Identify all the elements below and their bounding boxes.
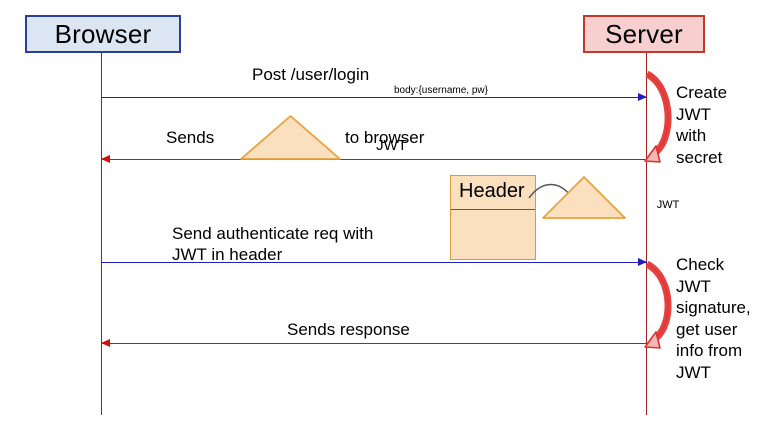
message-4-label: Sends response xyxy=(287,320,410,339)
jwt-token-1-label: JWT xyxy=(376,137,407,154)
lifeline-server xyxy=(646,53,647,415)
message-3-arrow-line xyxy=(101,262,647,263)
message-1-sublabel: body:{username, pw} xyxy=(394,85,488,96)
lifeline-browser xyxy=(101,53,102,415)
header-artifact-box: Header xyxy=(450,175,536,260)
jwt-token-2-label: JWT xyxy=(656,199,680,211)
actor-browser[interactable]: Browser xyxy=(25,15,181,53)
header-artifact-title: Header xyxy=(459,180,525,202)
message-2-label-after: to browser xyxy=(345,128,425,147)
message-1-arrow-line xyxy=(101,97,647,98)
jwt-triangle-icon xyxy=(240,115,341,160)
actor-server-label: Server xyxy=(605,18,683,49)
message-4-arrow-line xyxy=(101,343,647,344)
message-3-arrowhead xyxy=(638,257,647,266)
jwt-triangle-icon xyxy=(542,176,626,219)
self-loop-2-label: Check JWT signature, get user info from … xyxy=(676,255,751,382)
message-1-label: Post /user/login xyxy=(252,65,370,84)
actor-server[interactable]: Server xyxy=(583,15,705,53)
message-2-arrow-line xyxy=(101,159,647,160)
header-artifact-divider xyxy=(451,209,535,210)
jwt-token-1: JWT xyxy=(240,115,407,160)
self-loop-1-label: Create JWT with secret xyxy=(676,83,728,167)
actor-browser-label: Browser xyxy=(54,18,152,49)
message-2-label-before: Sends xyxy=(166,128,215,147)
message-2-arrowhead xyxy=(101,154,110,163)
message-1-arrowhead xyxy=(638,92,647,101)
jwt-token-2: JWT xyxy=(542,176,679,219)
message-4-arrowhead xyxy=(101,338,110,347)
message-3-label: Send authenticate req with JWT in header xyxy=(172,224,374,264)
